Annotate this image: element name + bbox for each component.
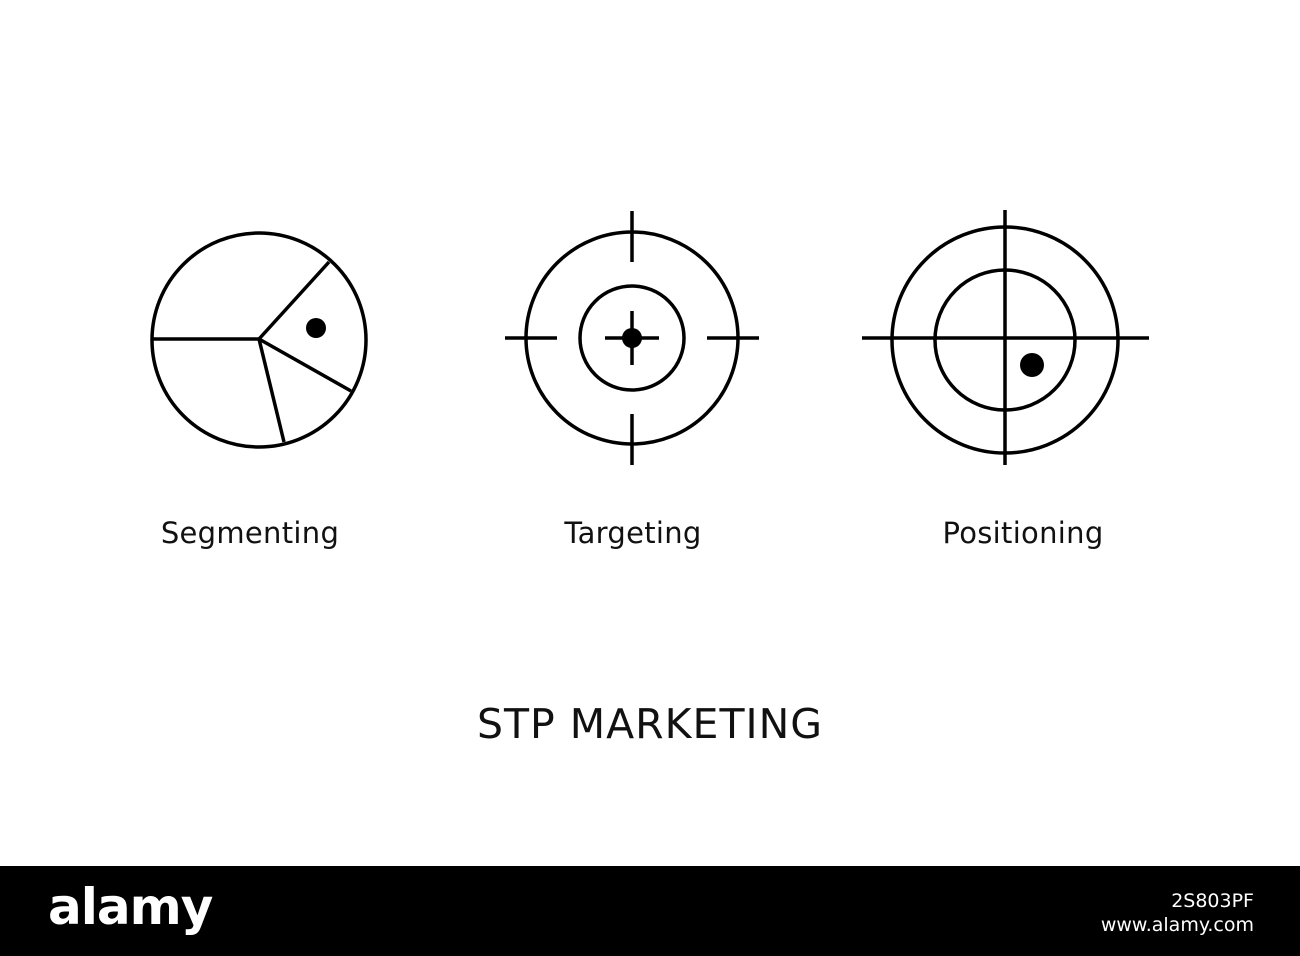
label-segmenting: Segmenting xyxy=(160,516,340,550)
position-target-icon xyxy=(855,205,1155,470)
label-positioning: Positioning xyxy=(942,516,1104,550)
site-url: www.alamy.com xyxy=(1100,913,1254,936)
image-id: 2S803PF xyxy=(1171,890,1254,912)
crosshair-target-icon xyxy=(482,205,782,470)
alamy-logo: alamy xyxy=(48,878,213,936)
label-targeting: Targeting xyxy=(564,516,702,550)
main-title: STP MARKETING xyxy=(476,700,824,748)
pie-segment-icon xyxy=(110,205,410,470)
diagram-canvas: Segmenting Targeting Positioning STP MAR… xyxy=(110,205,1155,748)
watermark-footer: alamy 2S803PF www.alamy.com xyxy=(0,866,1300,956)
image-credit: 2S803PF www.alamy.com xyxy=(1101,890,1254,938)
